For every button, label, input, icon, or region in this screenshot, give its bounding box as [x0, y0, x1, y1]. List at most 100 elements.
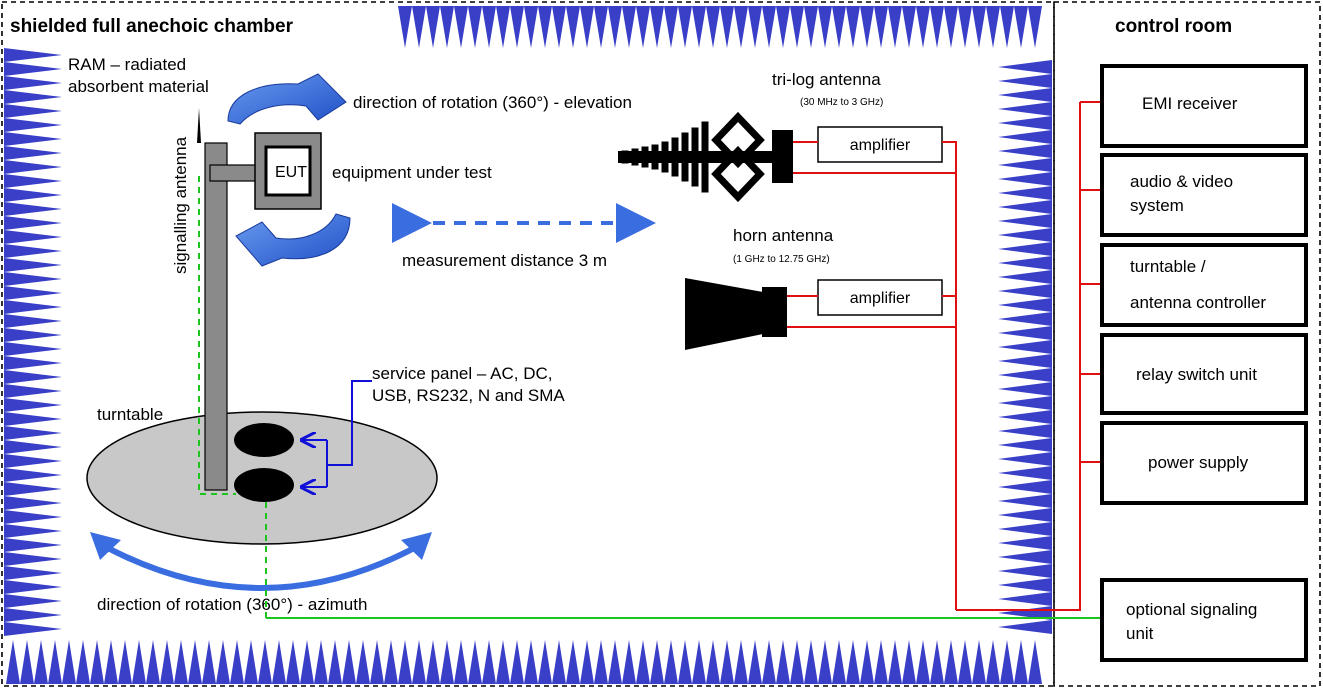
absorber-spike — [496, 6, 510, 48]
absorber-spike — [468, 6, 482, 48]
absorber-spike — [426, 6, 440, 48]
absorber-spike — [832, 6, 846, 48]
absorber-spike — [720, 6, 734, 48]
absorber-spike — [440, 6, 454, 48]
absorber-spike — [4, 384, 62, 398]
absorber-spike — [76, 640, 90, 684]
absorber-spike — [4, 244, 62, 258]
absorber-spike — [4, 510, 62, 524]
absorber-spike — [692, 640, 706, 684]
absorber-spike — [902, 640, 916, 684]
trilog-dipole-element — [631, 148, 639, 166]
absorber-spike — [4, 468, 62, 482]
absorber-spike — [4, 146, 62, 160]
optional-signaling-unit-label-line1: optional signaling — [1126, 600, 1257, 619]
absorber-spike — [636, 6, 650, 48]
absorber-spike — [998, 522, 1052, 536]
absorber-spike — [4, 48, 62, 62]
absorber-spike — [916, 640, 930, 684]
absorber-spike — [300, 640, 314, 684]
absorber-spike — [328, 640, 342, 684]
absorber-spike — [230, 640, 244, 684]
absorber-spike — [4, 412, 62, 426]
absorber-spike — [1014, 640, 1028, 684]
absorber-spike — [216, 640, 230, 684]
absorber-spike — [4, 426, 62, 440]
absorber-spike — [998, 284, 1052, 298]
trilog-dipole-element — [691, 127, 699, 187]
trilog-amplifier-box — [817, 126, 943, 163]
absorber-spike — [998, 116, 1052, 130]
absorber-spike — [874, 6, 888, 48]
absorber-spike — [552, 6, 566, 48]
absorber-spike — [734, 640, 748, 684]
absorber-spike — [944, 6, 958, 48]
absorber-spike — [356, 640, 370, 684]
absorber-spike — [4, 566, 62, 580]
trilog-dipole-element — [681, 132, 689, 182]
absorber-spike — [524, 6, 538, 48]
absorber-spike — [748, 640, 762, 684]
absorber-spike — [1000, 640, 1014, 684]
absorber-spike — [998, 438, 1052, 452]
absorber-spike — [860, 6, 874, 48]
trilog-antenna-name: tri-log antenna — [772, 70, 881, 89]
absorber-spike — [4, 118, 62, 132]
absorber-spike — [998, 396, 1052, 410]
absorber-spike — [496, 640, 510, 684]
absorber-spike — [510, 6, 524, 48]
absorber-spike — [650, 6, 664, 48]
absorber-spike — [384, 640, 398, 684]
absorber-spike — [998, 564, 1052, 578]
absorber-spike — [888, 640, 902, 684]
absorber-spike — [594, 6, 608, 48]
absorber-spike — [998, 186, 1052, 200]
absorber-spike — [998, 494, 1052, 508]
absorber-spike — [958, 640, 972, 684]
absorber-spike — [916, 6, 930, 48]
absorber-spike — [4, 132, 62, 146]
trilog-antenna — [618, 111, 793, 203]
absorber-spike — [998, 508, 1052, 522]
absorber-spike — [132, 640, 146, 684]
absorber-spike — [146, 640, 160, 684]
absorber-spike — [930, 640, 944, 684]
absorber-spike — [4, 622, 62, 636]
absorber-spike — [4, 216, 62, 230]
absorber-spike — [720, 640, 734, 684]
absorber-spike — [4, 202, 62, 216]
absorber-spike — [118, 640, 132, 684]
elevation-rotation-arrow-bottom — [235, 213, 351, 267]
horn-antenna — [685, 278, 787, 350]
absorber-spike — [1028, 6, 1042, 48]
absorber-spike — [4, 342, 62, 356]
absorber-spike — [734, 6, 748, 48]
absorber-spike — [998, 550, 1052, 564]
absorber-spike — [538, 6, 552, 48]
horn-antenna-name: horn antenna — [733, 226, 834, 245]
absorber-spike — [664, 640, 678, 684]
absorber-spike — [398, 640, 412, 684]
audio-video-system-label-line1: audio & video — [1130, 172, 1233, 191]
absorber-spike — [998, 480, 1052, 494]
absorber-spike — [4, 258, 62, 272]
absorber-spike — [986, 6, 1000, 48]
absorber-spike — [776, 6, 790, 48]
absorber-spike — [998, 536, 1052, 550]
absorber-spike — [998, 466, 1052, 480]
absorber-spike — [998, 424, 1052, 438]
absorber-spike — [566, 640, 580, 684]
absorber-spike — [4, 356, 62, 370]
absorber-spike — [998, 326, 1052, 340]
absorber-spike — [762, 640, 776, 684]
elevation-rotation-label: direction of rotation (360°) - elevation — [353, 93, 632, 112]
absorber-spike — [412, 640, 426, 684]
absorber-spike — [370, 640, 384, 684]
optional-signaling-unit-box — [1100, 578, 1308, 662]
absorber-spike — [664, 6, 678, 48]
absorber-spikes-top — [398, 6, 1042, 48]
absorber-spike — [692, 6, 706, 48]
absorber-spike — [4, 174, 62, 188]
absorber-spike — [678, 6, 692, 48]
chamber-border — [1, 1, 1055, 687]
